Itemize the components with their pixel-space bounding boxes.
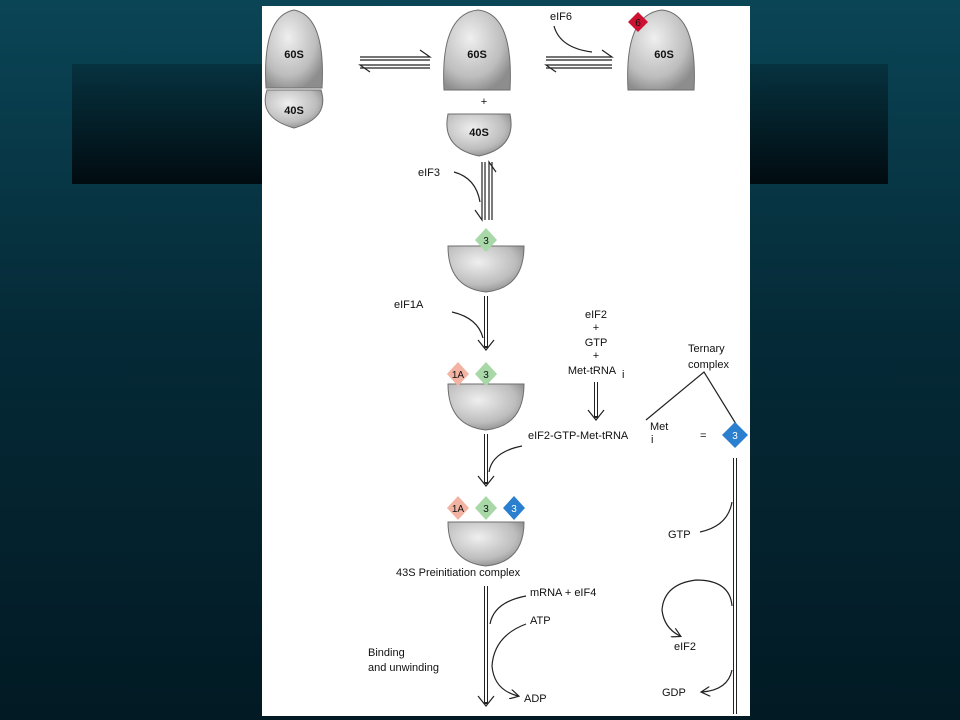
eif6-arrow xyxy=(553,25,593,53)
diamond-eif1a-a xyxy=(447,362,469,386)
diamond-ternary xyxy=(722,422,748,448)
diamond-eif6-label: 6 xyxy=(635,18,641,29)
translation-initiation-diagram: 60S 40S 60S eIF6 60S 6 + 40S eIF3 3 xyxy=(264,9,748,714)
ternary-pointer xyxy=(645,371,737,425)
eif2-stack: eIF2 + GTP + Met-tRNA i xyxy=(568,309,625,381)
label-43s: 43S Preinitiation complex xyxy=(396,567,521,579)
subunit-40s-a xyxy=(264,89,324,129)
stack-plus-1: + xyxy=(593,322,599,334)
diamond-eif2-43s xyxy=(503,496,525,520)
ribosome-80s: 60S 40S xyxy=(264,9,324,129)
label-40s-b: 40S xyxy=(469,127,489,139)
label-eif1a: eIF1A xyxy=(394,299,424,311)
diamond-eif2-43s-label: 3 xyxy=(511,504,517,515)
ternary-eq-sub: i xyxy=(651,434,653,446)
label-atp: ATP xyxy=(530,615,551,627)
label-40s-a: 40S xyxy=(284,105,304,117)
equilibrium-arrow-3 xyxy=(474,160,497,222)
equilibrium-arrow-1 xyxy=(358,49,432,73)
label-eif2-recycle: eIF2 xyxy=(674,641,696,653)
eif1a-arrow xyxy=(451,311,484,339)
label-eif3: eIF3 xyxy=(418,167,440,179)
label-eif6: eIF6 xyxy=(550,11,572,23)
label-mrna: mRNA + eIF4 xyxy=(530,587,596,599)
plus-sign: + xyxy=(481,96,487,108)
ternary-eq-sup: Met xyxy=(650,421,668,433)
subunit-43s xyxy=(447,521,525,567)
label-adp: ADP xyxy=(524,693,547,705)
diamond-eif3-c xyxy=(475,496,497,520)
diamond-eif6 xyxy=(628,12,648,32)
subunit-40s-eif3 xyxy=(447,245,525,293)
label-gtp-recycle: GTP xyxy=(668,529,691,541)
diamond-eif3-a-label: 3 xyxy=(483,236,489,247)
label-60s-c: 60S xyxy=(654,49,674,61)
diamond-eif3-a xyxy=(475,228,497,252)
subunit-60s-c xyxy=(627,9,695,91)
label-60s-a: 60S xyxy=(284,49,304,61)
stack-plus-2: + xyxy=(593,350,599,362)
eif2-loop-arrow xyxy=(661,579,733,636)
label-binding-2: and unwinding xyxy=(368,662,439,674)
diagram-panel: 60S 40S 60S eIF6 60S 6 + 40S eIF3 3 xyxy=(262,6,750,716)
ternary-label-1: Ternary xyxy=(688,343,725,355)
diamond-eif3-b-label: 3 xyxy=(483,370,489,381)
mrna-arrow xyxy=(489,595,527,625)
gtp-recycle-arrow xyxy=(699,501,733,533)
ternary-eq-equals: = xyxy=(700,430,706,442)
subunit-60s-b xyxy=(443,9,511,91)
stack-gtp: GTP xyxy=(585,337,608,349)
diamond-eif1a-a-label: 1A xyxy=(452,370,465,381)
diamond-eif1a-b xyxy=(447,496,469,520)
eif3-arrow xyxy=(453,171,481,203)
subunit-40s-eif1a xyxy=(447,383,525,431)
subunit-40s-b xyxy=(446,113,512,157)
diamond-ternary-label: 3 xyxy=(732,431,738,442)
gdp-arrow xyxy=(702,669,733,692)
stack-met-trna-sub: i xyxy=(622,369,624,381)
stack-eif2: eIF2 xyxy=(585,309,607,321)
diamond-eif3-c-label: 3 xyxy=(483,504,489,515)
label-60s-b: 60S xyxy=(467,49,487,61)
stack-met-trna: Met-tRNA xyxy=(568,365,617,377)
diamond-eif3-b xyxy=(475,362,497,386)
equilibrium-arrow-2 xyxy=(544,49,614,73)
diamond-eif1a-b-label: 1A xyxy=(452,504,465,515)
ternary-join-arrow xyxy=(488,445,523,473)
label-gdp: GDP xyxy=(662,687,686,699)
label-binding-1: Binding xyxy=(368,647,405,659)
subunit-60s-a xyxy=(265,9,323,89)
atp-arrow xyxy=(491,623,527,696)
ternary-label-2: complex xyxy=(688,359,729,371)
ternary-eq: eIF2-GTP-Met-tRNA xyxy=(528,430,629,442)
